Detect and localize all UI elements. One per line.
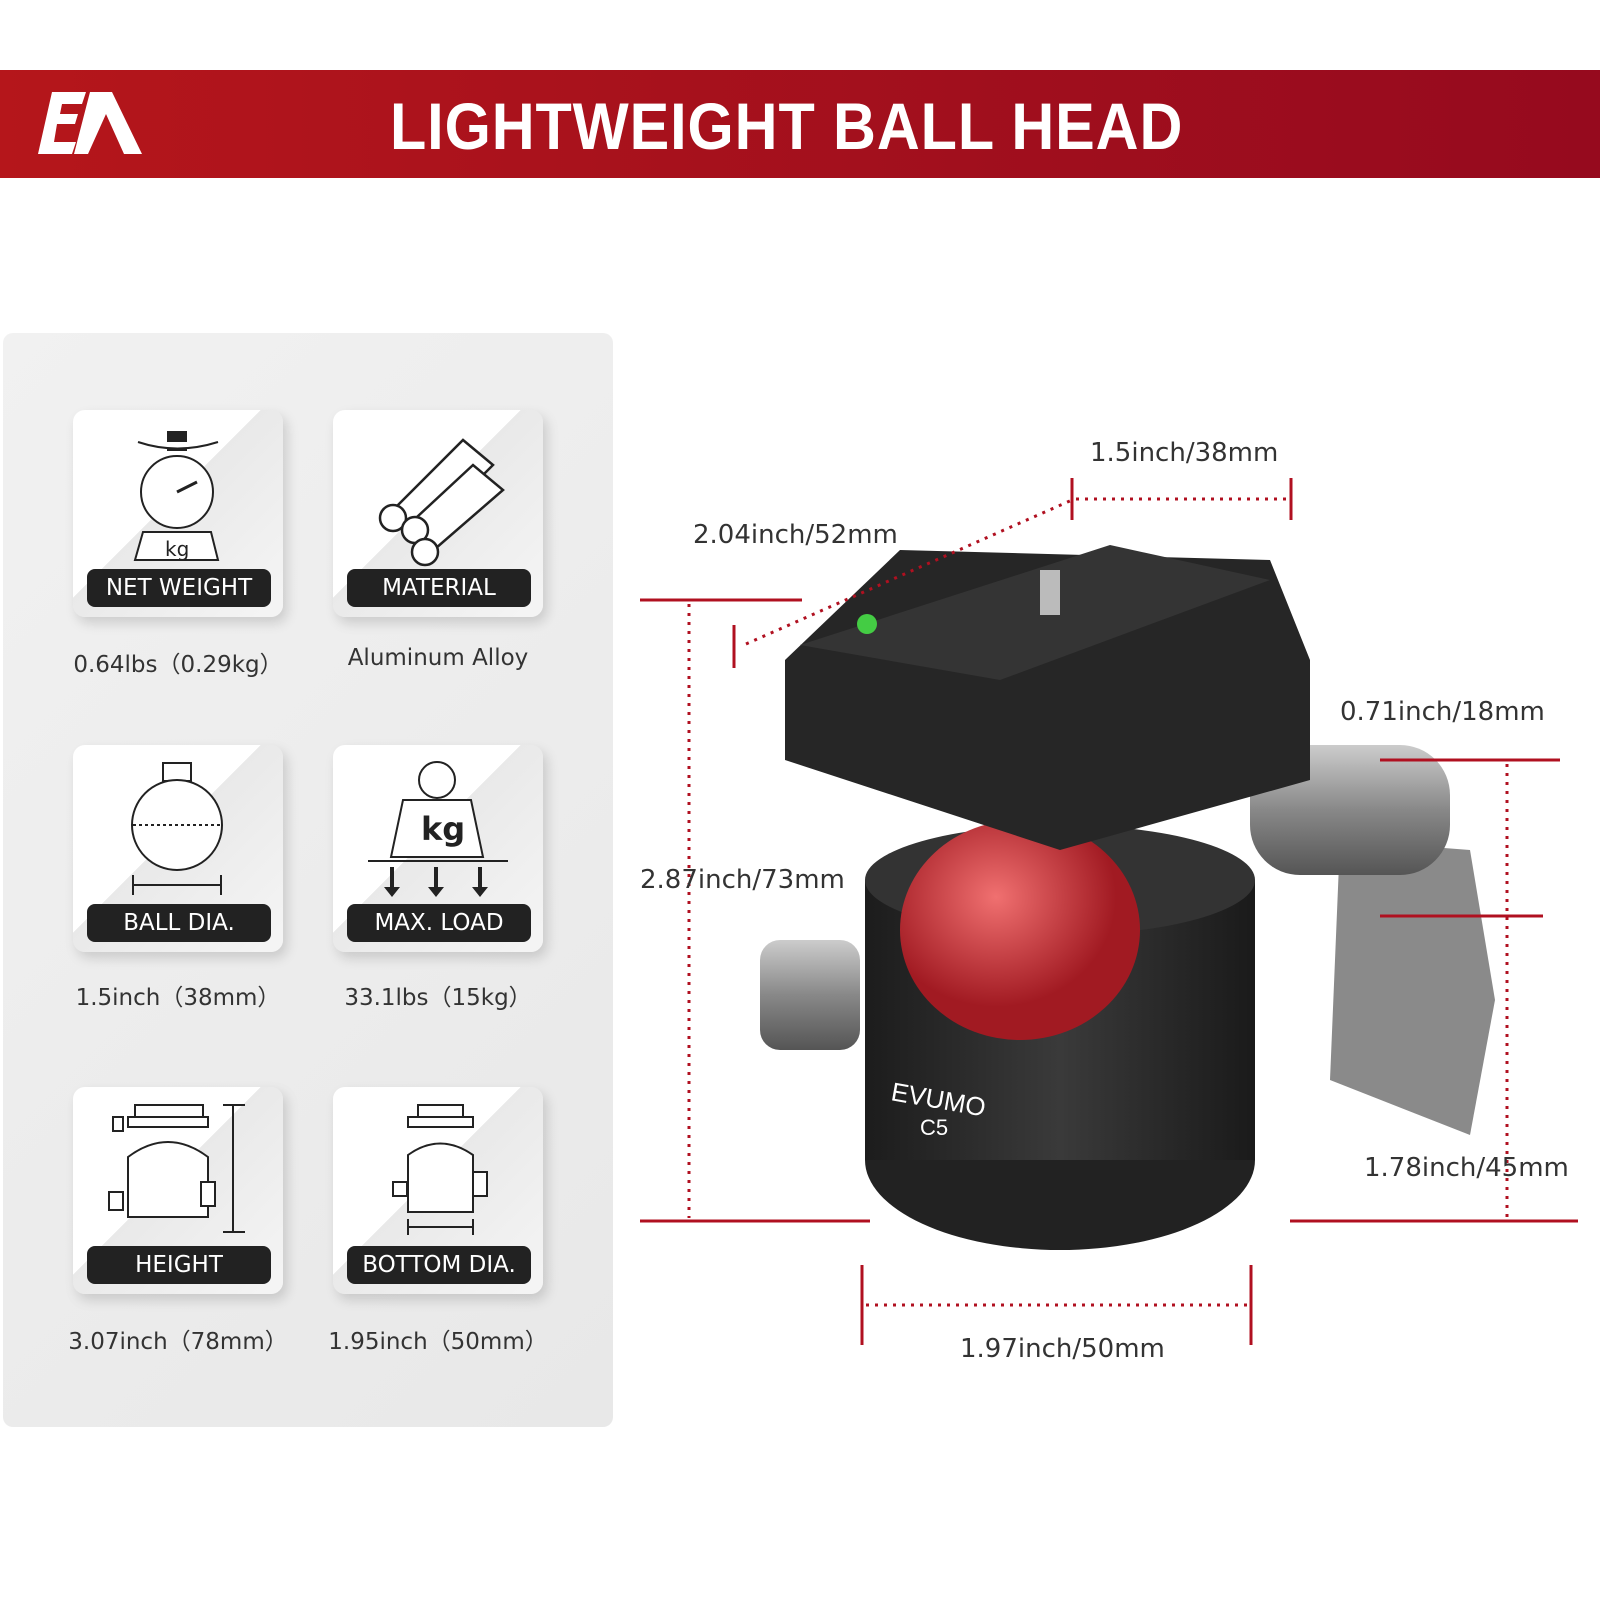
dimension-lines xyxy=(640,478,1578,1345)
spec-card-net-weight: kg NET WEIGHT xyxy=(73,410,283,617)
svg-text:kg: kg xyxy=(165,537,189,561)
spec-card-material: MATERIAL xyxy=(333,410,543,617)
scale-label: 90 xyxy=(1200,1220,1220,1239)
spec-label: BOTTOM DIA. xyxy=(347,1246,531,1284)
scale-icon: kg xyxy=(133,431,220,561)
spec-label: MAX. LOAD xyxy=(347,904,531,942)
spec-value: 1.95inch（50mm） xyxy=(328,1329,548,1355)
dim-base: 1.97inch/50mm xyxy=(960,1334,1165,1364)
spec-value: 33.1lbs（15kg） xyxy=(344,985,532,1011)
dim-knob: 0.71inch/18mm xyxy=(1340,697,1545,727)
spec-value: Aluminum Alloy xyxy=(347,645,529,671)
scale-label: 0 xyxy=(920,1234,931,1255)
bottom-diameter-icon xyxy=(392,1104,488,1235)
brand-logo xyxy=(38,92,142,154)
spec-label: HEIGHT xyxy=(87,1246,271,1284)
page-title: LIGHTWEIGHT BALL HEAD xyxy=(390,89,1184,163)
spec-card-ball-dia-: BALL DIA. xyxy=(73,745,283,952)
spec-value: 0.64lbs（0.29kg） xyxy=(73,652,283,678)
header-banner: LIGHTWEIGHT BALL HEAD xyxy=(0,70,1600,178)
tubes-icon xyxy=(378,438,505,567)
spec-value: 1.5inch（38mm） xyxy=(75,985,281,1011)
scale-label: 60 xyxy=(1115,1249,1138,1270)
weight-icon: kg xyxy=(368,761,508,897)
ball-head-illustration: EVUMO C5 0 30 60 90 xyxy=(760,545,1495,1277)
spec-card-bottom-dia-: BOTTOM DIA. xyxy=(333,1087,543,1294)
product-image: EVUMO C5 0 30 60 90 xyxy=(640,478,1578,1345)
spec-card-max-load: kg MAX. LOAD xyxy=(333,745,543,952)
dim-side: 1.78inch/45mm xyxy=(1364,1153,1569,1183)
spec-label: NET WEIGHT xyxy=(87,569,271,607)
spec-card-height: HEIGHT xyxy=(73,1087,283,1294)
spec-label: BALL DIA. xyxy=(87,904,271,942)
svg-text:kg: kg xyxy=(421,810,465,848)
dim-height: 2.87inch/73mm xyxy=(640,865,845,895)
ball-icon xyxy=(131,762,223,895)
scale-label: 30 xyxy=(1010,1256,1033,1277)
height-icon xyxy=(108,1104,245,1233)
spec-value: 3.07inch（78mm） xyxy=(68,1329,288,1355)
model-text: C5 xyxy=(920,1115,948,1140)
dim-plate-width: 1.5inch/38mm xyxy=(1090,438,1279,468)
spec-label: MATERIAL xyxy=(347,569,531,607)
dim-plate-length: 2.04inch/52mm xyxy=(693,520,898,550)
